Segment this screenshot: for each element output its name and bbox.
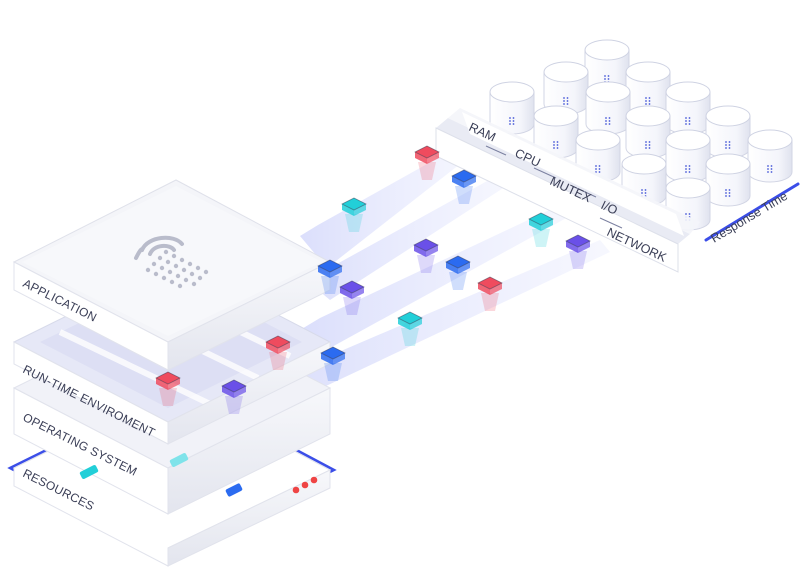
purple-packet (565, 234, 591, 269)
cylinder-dots-icon (605, 117, 611, 125)
blue-packet (225, 483, 243, 497)
storage-cylinder (705, 153, 751, 207)
purple-packet (221, 379, 247, 414)
storage-cylinder (625, 105, 671, 159)
cylinder-dots-icon (563, 97, 569, 105)
blue-packet (320, 346, 346, 381)
blue-packet (317, 259, 343, 294)
system-stack: RESOURCES OPERATING SYSTEM (7, 179, 337, 567)
storage-cylinder (584, 39, 630, 93)
storage-cylinder (621, 153, 667, 207)
storage-cylinder (665, 129, 711, 183)
cylinder-dots-icon (553, 141, 559, 149)
status-dots (292, 476, 318, 494)
cylinder-dots-icon (645, 141, 651, 149)
storage-cylinder (747, 129, 793, 183)
cylinder-dots-icon (509, 117, 515, 125)
cylinder-dots-icon (725, 189, 731, 197)
data-packets (317, 145, 591, 381)
resource-label-io: I/O (599, 198, 620, 218)
storage-cylinder (489, 81, 535, 135)
red-packet (265, 335, 291, 370)
purple-packet (339, 280, 365, 315)
data-beams (300, 140, 610, 386)
cylinder-dots-icon (685, 117, 691, 125)
blue-packet (445, 255, 471, 290)
cylinder-dots-icon (767, 165, 773, 173)
storage-cylinder (665, 81, 711, 135)
red-packet (155, 371, 181, 406)
cyan-packet (341, 197, 367, 232)
layer-application: APPLICATION (12, 179, 332, 371)
cylinder-dots-icon (645, 97, 651, 105)
storage-cylinder (585, 81, 631, 135)
blue-packet (451, 169, 477, 204)
cyan-packet (79, 465, 99, 479)
fingerprint-dots-icon (134, 235, 209, 289)
cylinder-dots-icon (725, 141, 731, 149)
cyan-packet (397, 311, 423, 346)
resource-panel: RAM CPU MUTEX I/O NETWORK (435, 108, 700, 273)
cylinder-dots-icon (685, 165, 691, 173)
red-packet (414, 145, 440, 180)
storage-cylinder (705, 105, 751, 159)
cyan-packet (528, 212, 554, 247)
red-packet (477, 276, 503, 311)
purple-packet (413, 238, 439, 273)
